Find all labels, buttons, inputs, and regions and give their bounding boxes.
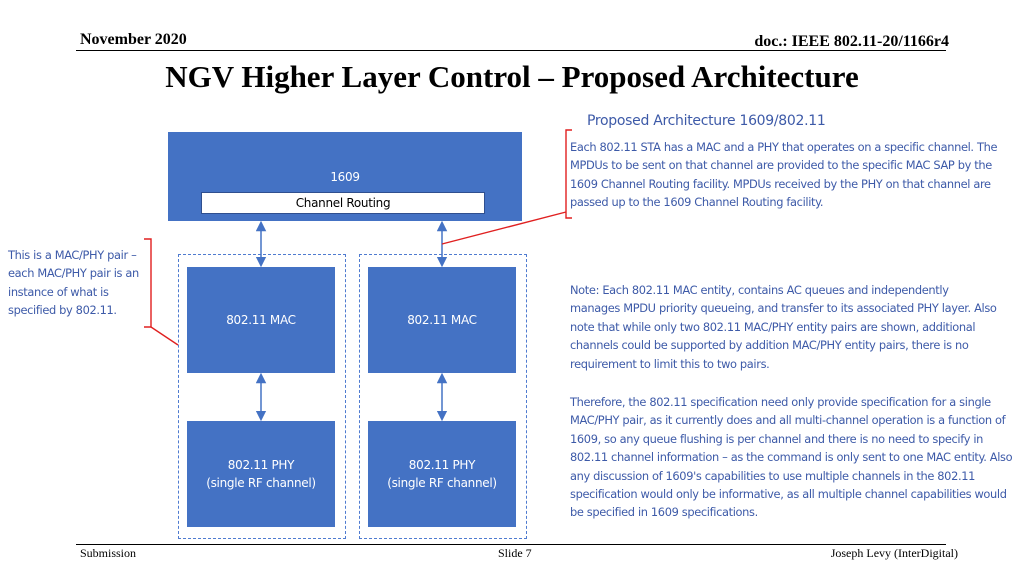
channel-routing-label: Channel Routing [295,196,391,210]
channel-routing-box: Channel Routing [201,192,485,214]
callout-bracket-right [565,129,572,219]
slide-title: NGV Higher Layer Control – Proposed Arch… [165,59,859,94]
mac-phy-pair-note: This is a MAC/PHY pair – each MAC/PHY pa… [8,248,139,318]
footer-rule [76,544,946,545]
box-1609: 1609 Channel Routing [168,132,522,221]
phy-box-1-sublabel: (single RF channel) [206,476,316,490]
phy-box-2-label: 802.11 PHY [408,458,476,472]
footer-author: Joseph Levy (InterDigital) [830,546,958,560]
mac-entity-note: Note: Each 802.11 MAC entity, contains A… [570,283,997,371]
mac-box-2-label: 802.11 MAC [407,313,477,327]
mac-box-1: 802.11 MAC [187,267,335,373]
footer-submission: Submission [80,546,137,560]
specification-conclusion-note: Therefore, the 802.11 specification need… [570,395,1013,520]
mac-box-2: 802.11 MAC [368,267,516,373]
header-rule [76,50,946,51]
phy-box-1: 802.11 PHY (single RF channel) [187,421,335,527]
phy-box-1-label: 802.11 PHY [227,458,295,472]
footer-slide-number: Slide 7 [498,546,532,560]
header-date: November 2020 [80,31,187,48]
mac-box-1-label: 802.11 MAC [226,313,296,327]
callout-line-left [150,326,179,346]
box-1609-label: 1609 [330,170,360,184]
header-doc-id: doc.: IEEE 802.11-20/1166r4 [754,33,949,50]
phy-box-2: 802.11 PHY (single RF channel) [368,421,516,527]
callout-bracket-left [144,238,152,328]
callout-line-right [441,211,567,245]
architecture-heading: Proposed Architecture 1609/802.11 [587,113,826,129]
phy-box-2-sublabel: (single RF channel) [387,476,497,490]
sta-description-note: Each 802.11 STA has a MAC and a PHY that… [570,140,998,210]
